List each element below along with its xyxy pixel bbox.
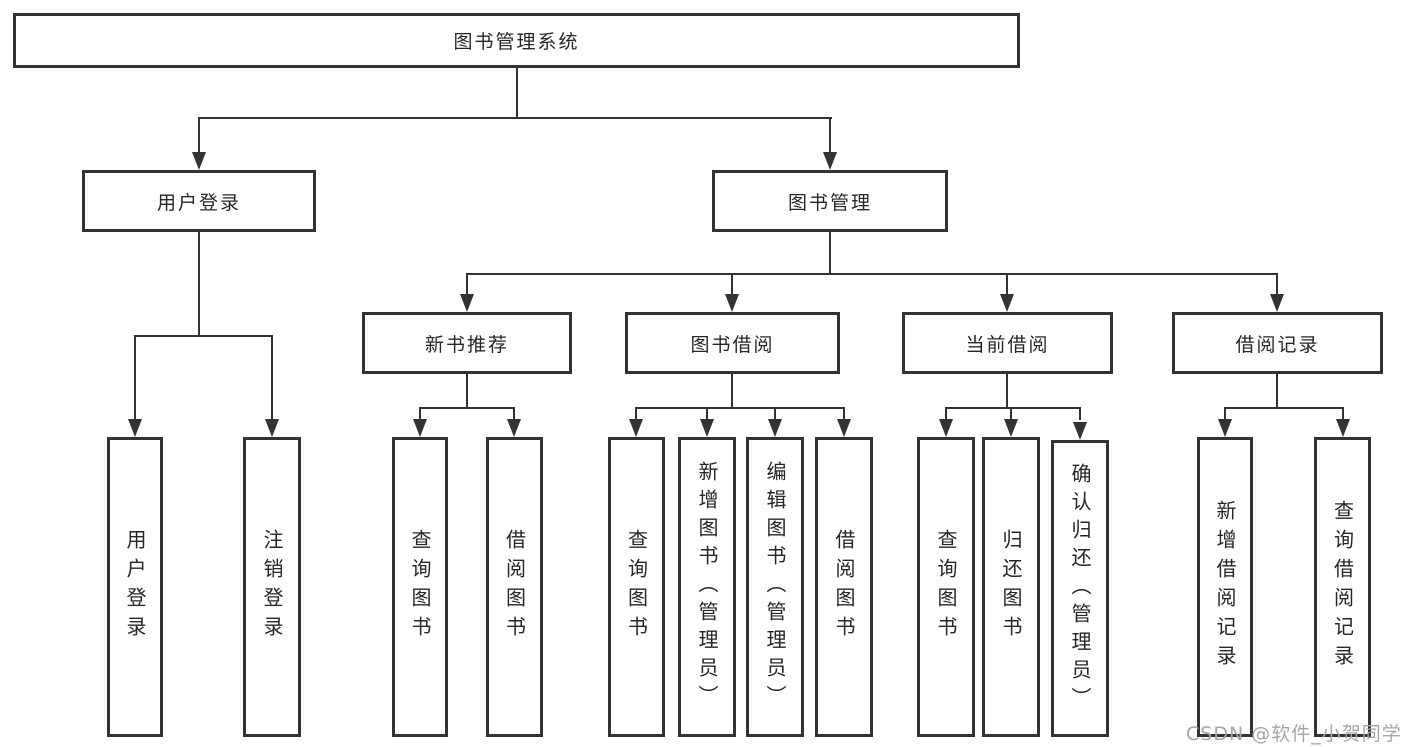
node-borrowing-records: 借阅记录	[1172, 312, 1383, 374]
arrowhead-icon	[1336, 419, 1350, 437]
connector-bookborrow-stem	[731, 374, 733, 408]
arrowhead-icon	[265, 419, 279, 437]
node-label: 借阅图书	[832, 529, 856, 645]
leaf-query-borrow-record: 查询借阅记录	[1314, 437, 1371, 737]
node-user-login-branch: 用户登录	[82, 170, 316, 232]
arrowhead-icon	[629, 419, 643, 437]
leaf-query-books-2: 查询图书	[608, 437, 665, 737]
connector-root-split	[198, 117, 832, 119]
node-label: 新增借阅记录	[1213, 500, 1237, 674]
connector-drop-leaf-logout	[271, 335, 273, 420]
node-label: 图书管理系统	[453, 31, 580, 53]
leaf-query-books-1: 查询图书	[392, 437, 448, 737]
node-current-borrowing: 当前借阅	[902, 312, 1113, 374]
arrowhead-icon	[507, 419, 521, 437]
node-book-management-branch: 图书管理	[712, 170, 948, 232]
node-label: 编辑图书（管理员）	[763, 461, 787, 713]
node-new-book-recommendation: 新书推荐	[362, 312, 572, 374]
node-label: 新书推荐	[424, 333, 509, 356]
connector-drop	[843, 407, 845, 420]
connector-bookmgmt-split	[466, 273, 1278, 275]
connector-drop	[706, 407, 708, 420]
connector-drop-leaf-user-login	[134, 335, 136, 420]
arrowhead-icon	[1000, 294, 1014, 312]
arrowhead-icon	[837, 419, 851, 437]
arrowhead-icon	[413, 419, 427, 437]
arrowhead-icon	[128, 419, 142, 437]
node-label: 查询图书	[934, 529, 958, 645]
connector-drop	[1224, 407, 1226, 420]
arrowhead-icon	[1004, 419, 1018, 437]
node-label: 当前借阅	[965, 333, 1050, 356]
leaf-edit-book-admin: 编辑图书（管理员）	[746, 437, 804, 737]
connector-records-split	[1224, 407, 1343, 409]
leaf-return-book: 归还图书	[982, 437, 1040, 737]
connector-drop	[1079, 407, 1081, 420]
connector-newbook-split	[419, 407, 515, 409]
connector-drop	[419, 407, 421, 420]
connector-drop	[513, 407, 515, 420]
connector-drop	[1010, 407, 1012, 420]
csdn-watermark: CSDN @软件_小贺同学	[1186, 723, 1402, 745]
arrowhead-icon	[1218, 419, 1232, 437]
connector-root-stem	[516, 68, 518, 119]
node-label: 图书借阅	[690, 333, 775, 356]
node-label: 查询图书	[408, 529, 432, 645]
node-label: 查询图书	[624, 529, 649, 645]
node-label: 用户登录	[156, 191, 241, 214]
arrowhead-icon	[823, 152, 837, 170]
node-label: 用户登录	[123, 529, 147, 645]
leaf-logout: 注销登录	[243, 437, 301, 737]
connector-records-stem	[1276, 374, 1278, 408]
leaf-borrow-books-1: 借阅图书	[486, 437, 543, 737]
connector-drop	[1342, 407, 1344, 420]
arrowhead-icon	[1270, 294, 1284, 312]
connector-currentborrow-stem	[1006, 374, 1008, 408]
connector-drop-book-mgmt	[829, 117, 831, 153]
arrowhead-icon	[460, 294, 474, 312]
connector-userlogin-stem	[198, 232, 200, 336]
arrowhead-icon	[192, 152, 206, 170]
leaf-query-books-3: 查询图书	[917, 437, 975, 737]
arrowhead-icon	[700, 419, 714, 437]
connector-bookborrow-split	[635, 407, 845, 409]
arrowhead-icon	[1073, 422, 1087, 440]
connector-drop-book-borrow	[731, 273, 733, 295]
leaf-add-book-admin: 新增图书（管理员）	[678, 437, 736, 737]
connector-bookmgmt-stem	[829, 232, 831, 274]
node-label: 确认归还（管理员）	[1068, 462, 1092, 715]
leaf-add-borrow-record: 新增借阅记录	[1197, 437, 1253, 737]
connector-drop-user-login	[198, 117, 200, 153]
leaf-user-login: 用户登录	[107, 437, 163, 737]
connector-drop-borrow-records	[1276, 273, 1278, 295]
connector-currentborrow-split	[945, 407, 1081, 409]
node-label: 图书管理	[787, 191, 872, 214]
node-label: 注销登录	[260, 529, 284, 645]
node-label: 借阅图书	[502, 529, 527, 645]
leaf-borrow-books-2: 借阅图书	[815, 437, 873, 737]
node-label: 借阅记录	[1235, 333, 1320, 356]
arrowhead-icon	[939, 419, 953, 437]
node-label: 新增图书（管理员）	[695, 461, 719, 713]
connector-drop	[635, 407, 637, 420]
connector-drop	[774, 407, 776, 420]
node-root-library-management-system: 图书管理系统	[13, 13, 1020, 68]
node-label: 查询借阅记录	[1330, 500, 1355, 674]
connector-drop-new-book-rec	[466, 273, 468, 295]
connector-drop-current-borrow	[1006, 273, 1008, 295]
leaf-confirm-return-admin: 确认归还（管理员）	[1051, 440, 1109, 737]
arrowhead-icon	[725, 294, 739, 312]
connector-newbook-stem	[466, 374, 468, 408]
node-book-borrowing: 图书借阅	[625, 312, 840, 374]
arrowhead-icon	[768, 419, 782, 437]
connector-userlogin-split	[134, 335, 273, 337]
connector-drop	[945, 407, 947, 420]
node-label: 归还图书	[999, 529, 1023, 645]
